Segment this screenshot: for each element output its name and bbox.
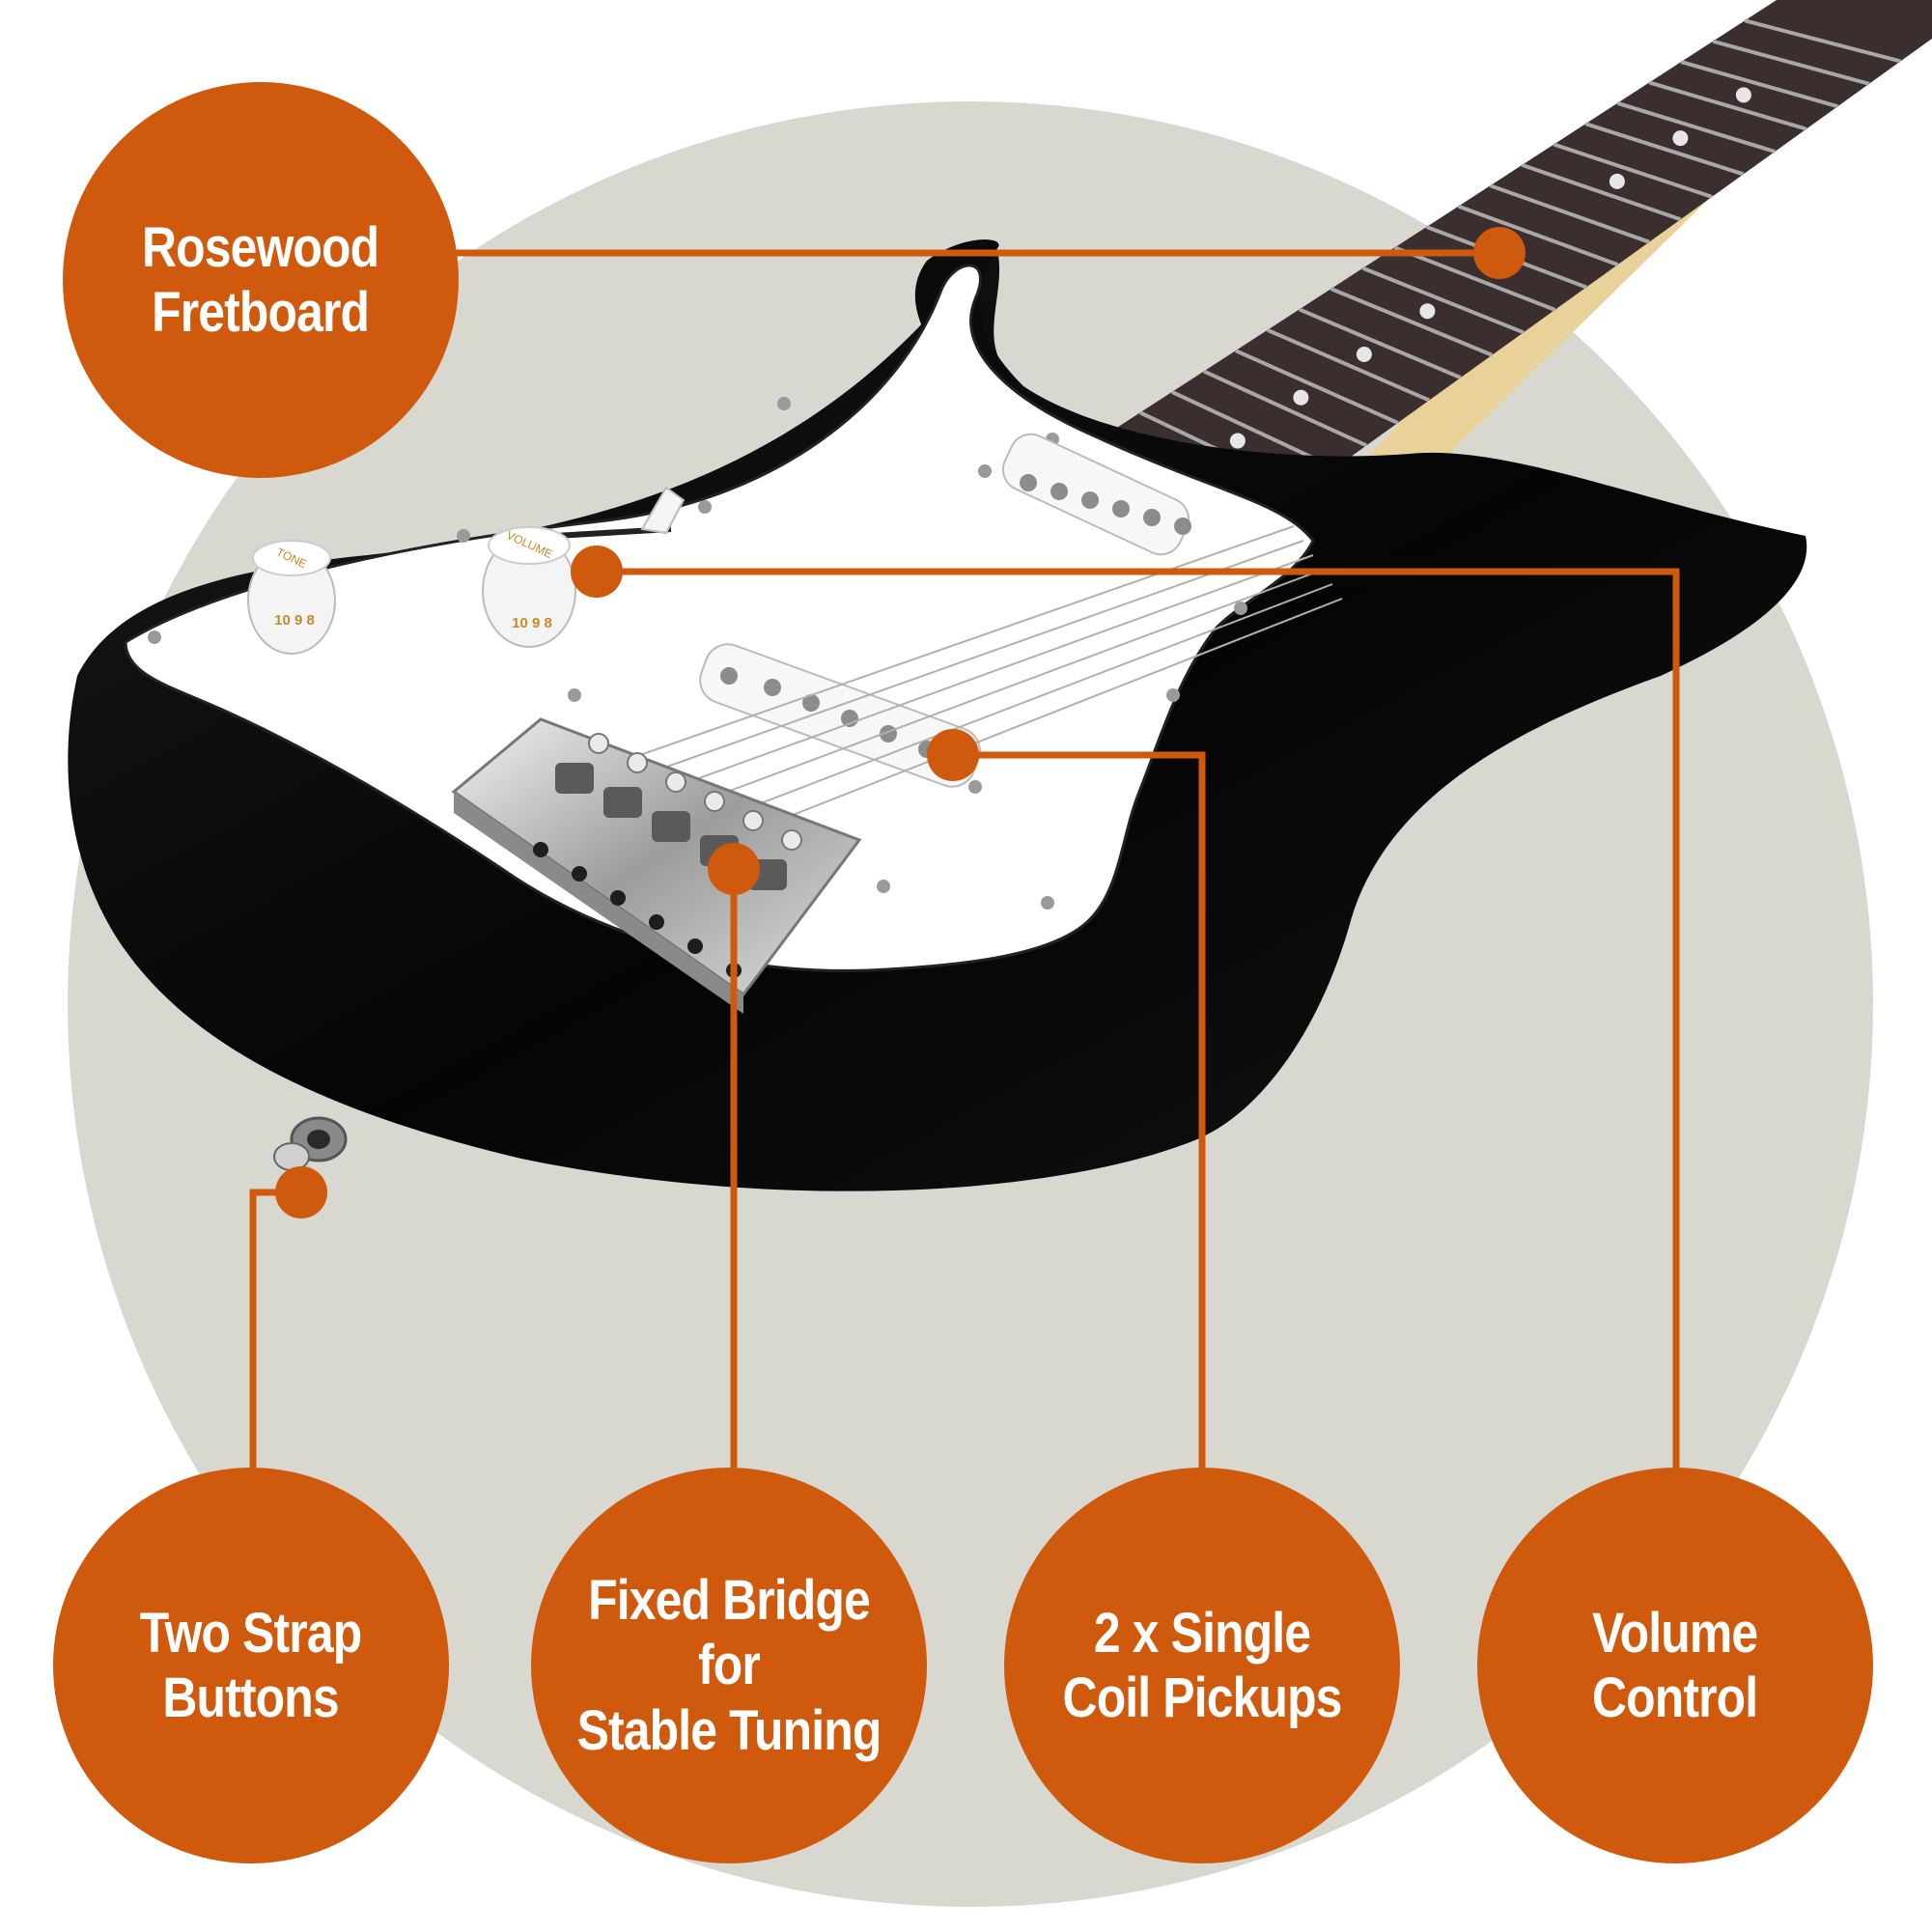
- fret-wire: [1680, 60, 1838, 109]
- fret-wire: [1489, 183, 1650, 244]
- fret-wire: [1171, 390, 1336, 470]
- callout-strap-buttons-label: Two Strap Buttons: [140, 1601, 363, 1729]
- fret-wire: [1712, 39, 1870, 86]
- leader-dots: [275, 227, 1526, 1218]
- pickguard-screws: [148, 397, 1247, 910]
- dot-strap: [275, 1166, 327, 1218]
- fret-wire: [1648, 80, 1807, 131]
- fret-wire: [1616, 100, 1776, 154]
- fret-wire: [1330, 287, 1494, 357]
- callout-rosewood-fretboard: Rosewood Fretboard: [63, 82, 459, 478]
- fret-inlay: [1735, 87, 1751, 103]
- volume-knob-numbers: 10 9 8: [512, 615, 552, 631]
- callout-fixed-bridge: Fixed Bridge for Stable Tuning: [531, 1468, 927, 1863]
- volume-knob: VOLUME 10 9 8: [482, 526, 576, 648]
- callout-volume-control-label: Volume Control: [1592, 1601, 1758, 1729]
- leader-volume: [597, 568, 1680, 1468]
- fret-wire: [1298, 307, 1462, 379]
- fret-wire: [1584, 122, 1745, 177]
- callout-rosewood-fretboard-label: Rosewood Fretboard: [142, 215, 379, 344]
- fret-inlay: [1609, 173, 1625, 189]
- tone-knob-numbers: 10 9 8: [274, 612, 315, 629]
- fret-inlay: [1229, 433, 1246, 449]
- fret-wire: [1393, 245, 1556, 312]
- fret-wire: [1266, 327, 1431, 403]
- fret-wire: [1744, 18, 1901, 64]
- callout-strap-buttons: Two Strap Buttons: [53, 1468, 449, 1863]
- neck-pickup: [1001, 433, 1191, 556]
- fret-wire: [1553, 142, 1713, 199]
- fret-inlay: [1419, 303, 1436, 320]
- fret-inlay: [1672, 130, 1689, 147]
- dot-bridge: [708, 843, 760, 895]
- tone-knob: TONE 10 9 8: [247, 540, 336, 655]
- fret-inlay: [1293, 389, 1309, 406]
- fret-wire: [1361, 266, 1525, 335]
- fret-wire: [1521, 163, 1682, 222]
- leader-lines: [249, 249, 1680, 1468]
- dot-volume: [571, 546, 623, 598]
- pickup-selector-switch: [554, 486, 686, 539]
- callout-volume-control: Volume Control: [1477, 1468, 1873, 1863]
- strap-button: [273, 1116, 348, 1171]
- dot-fretboard: [1473, 227, 1526, 279]
- callout-fixed-bridge-label: Fixed Bridge for Stable Tuning: [576, 1569, 882, 1762]
- leader-pickups: [953, 751, 1206, 1468]
- callout-single-coil-pickups: 2 x Single Coil Pickups: [1004, 1468, 1400, 1863]
- callout-single-coil-pickups-label: 2 x Single Coil Pickups: [1062, 1601, 1342, 1729]
- dot-pickups: [927, 729, 979, 781]
- fret-wire: [1457, 204, 1619, 266]
- fret-wire: [1202, 369, 1368, 448]
- fret-inlay: [1356, 346, 1372, 362]
- fret-wire: [1234, 349, 1399, 425]
- fixed-bridge: [451, 717, 862, 1014]
- strings: [617, 525, 1343, 847]
